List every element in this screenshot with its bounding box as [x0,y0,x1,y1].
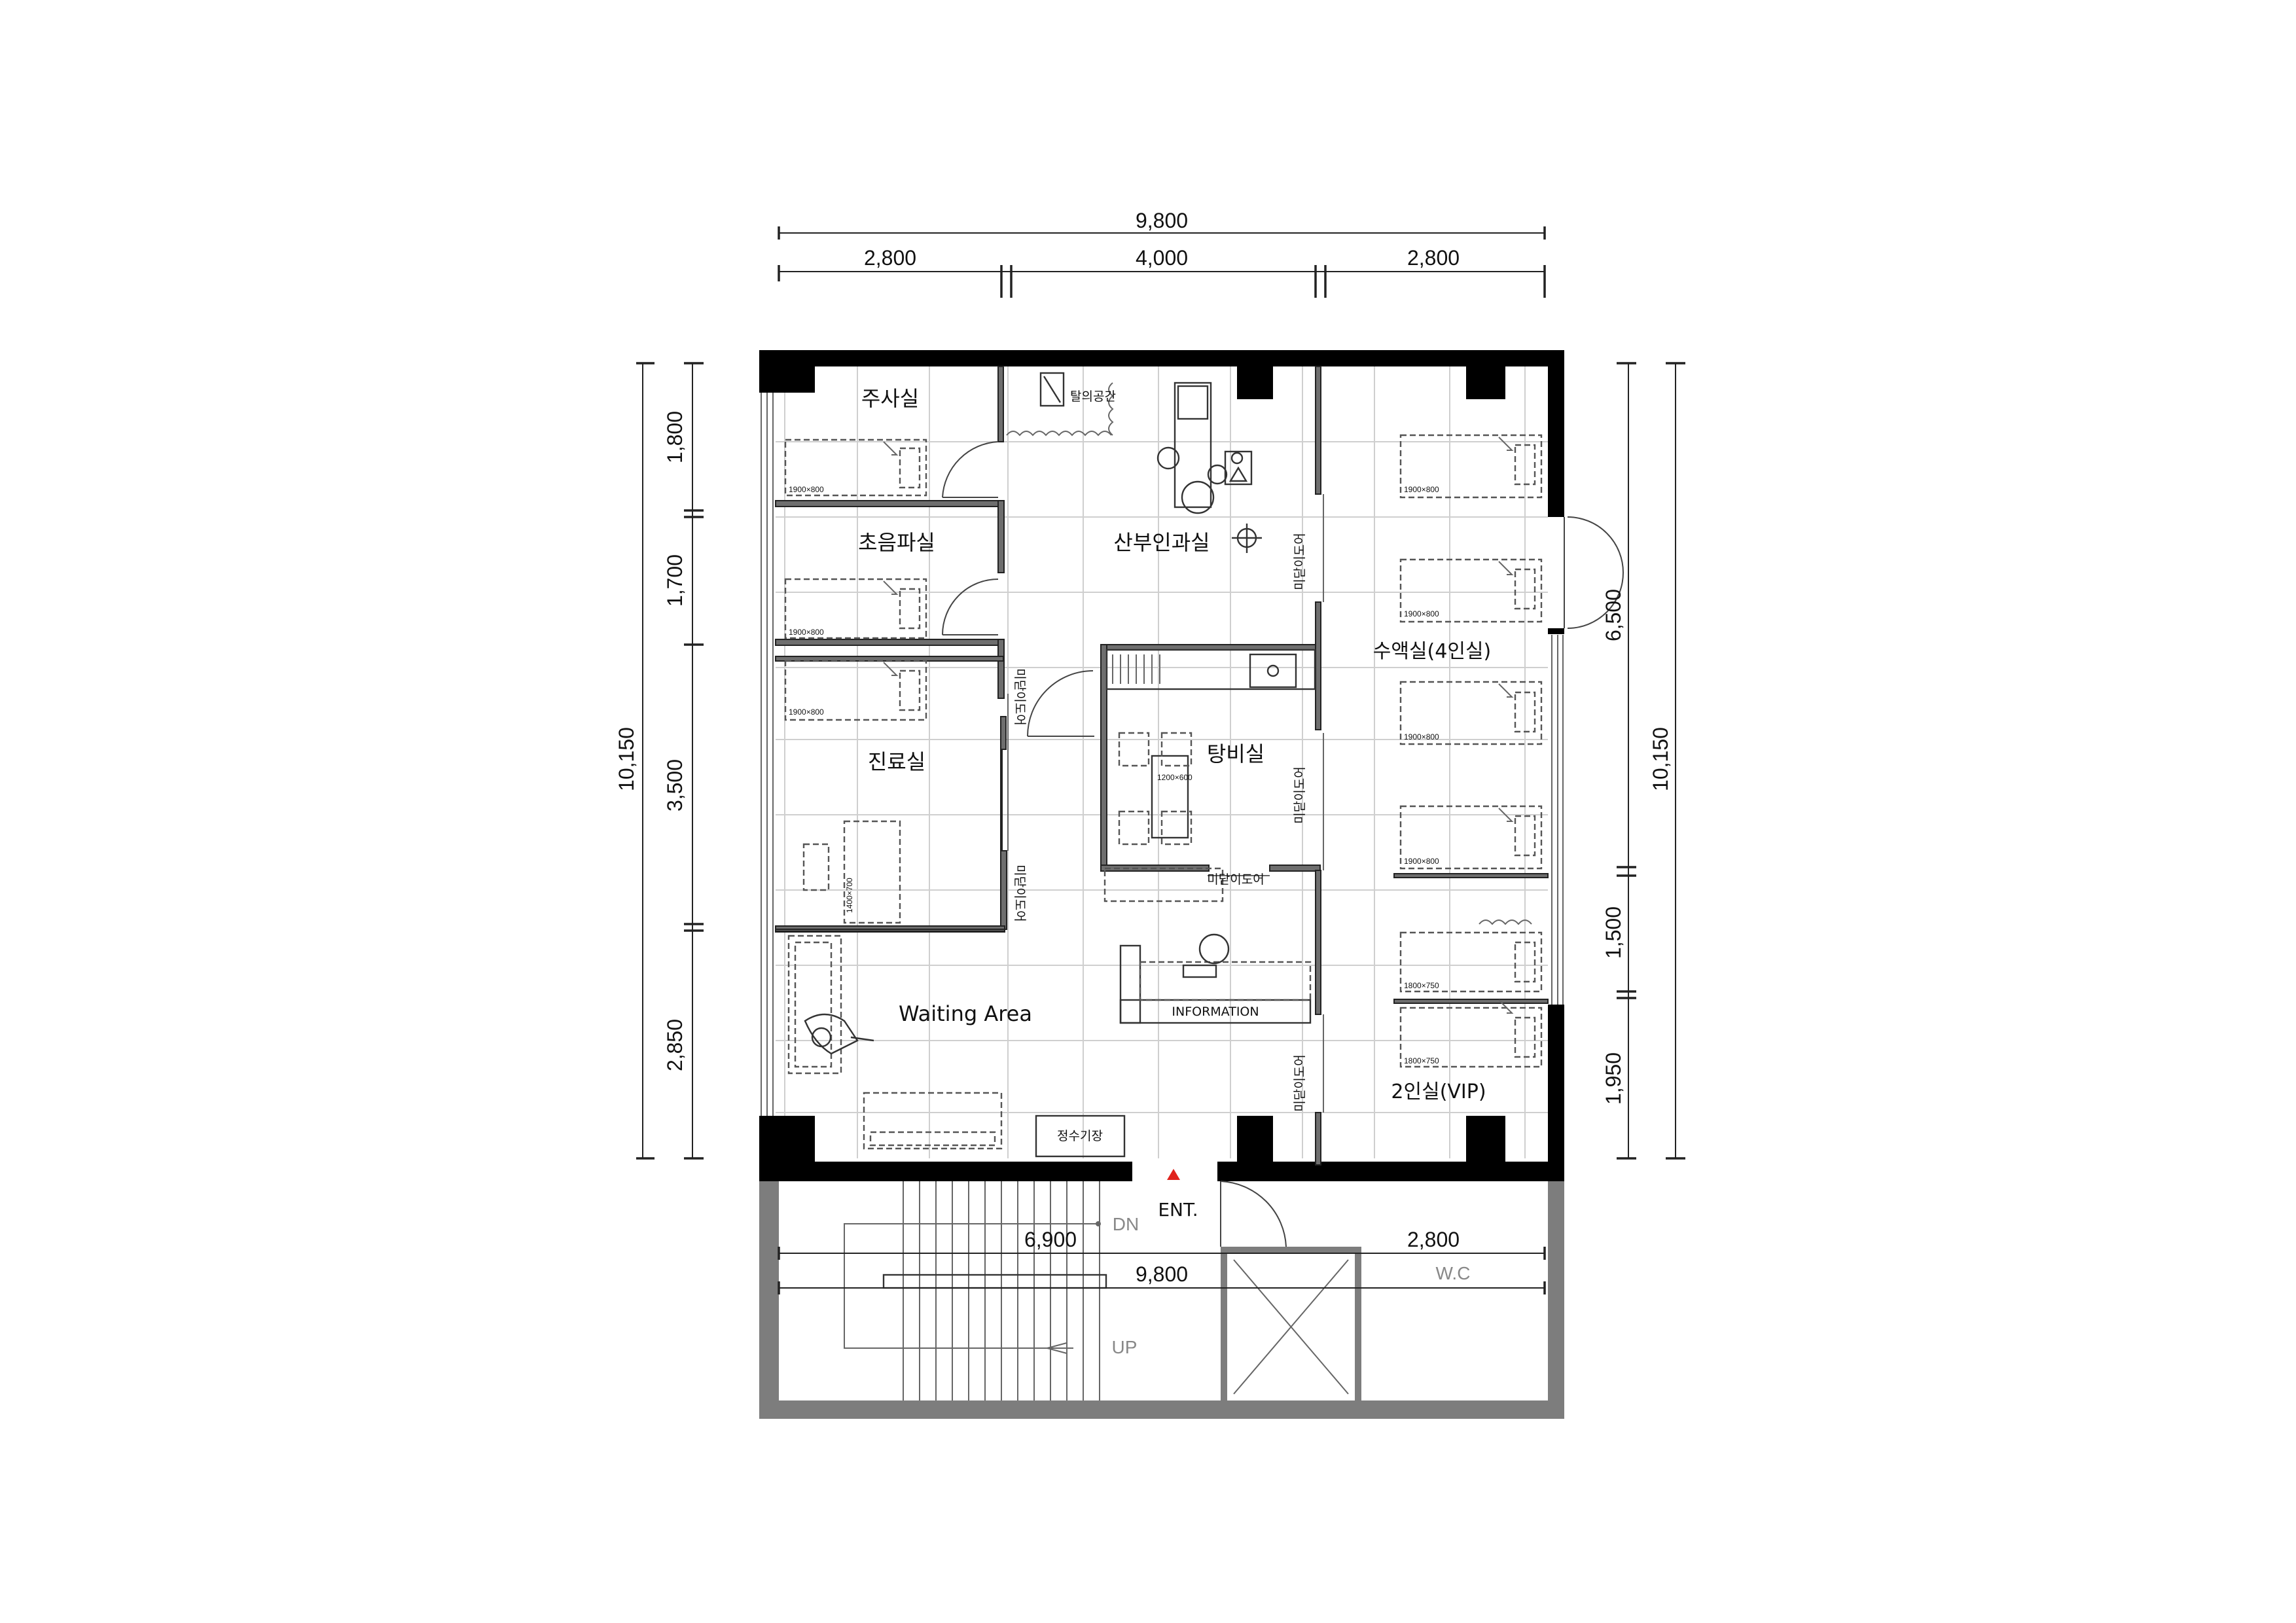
label-entrance: ENT. [1158,1199,1198,1221]
room-injection: 주사실 [861,386,919,411]
dim-left-total: 10,150 [615,727,638,791]
sliding-door-label-4: 미닫이도어 [1293,766,1307,823]
bed-size-4: 1900×800 [1404,485,1439,494]
dim-left-seg-3: 3,500 [663,759,687,812]
room-exam: 진료실 [868,749,925,774]
label-changing: 탈의공간 [1070,389,1116,404]
dim-bottom-partial-right: 2,800 [1407,1228,1460,1251]
bed-size-5: 1900×800 [1404,609,1439,618]
label-stair-up: UP [1112,1337,1138,1357]
dim-top-seg-1: 2,800 [864,246,916,270]
bed-size-8: 1800×750 [1404,981,1439,990]
sliding-door-label-2: 미닫이도어 [1013,865,1027,921]
dim-right-seg-1: 6,500 [1602,589,1625,641]
dim-right-seg-3: 1,950 [1602,1052,1625,1105]
dim-right-total: 10,150 [1649,727,1672,791]
dim-top-seg-3: 2,800 [1407,246,1460,270]
lower-core [759,1181,1564,1419]
sliding-door-label-6: 미닫이도어 [1207,872,1264,887]
label-information: INFORMATION [1172,1005,1259,1019]
furniture [784,372,1543,1158]
stair-treads [903,1181,1100,1400]
label-wc: W.C [1436,1263,1471,1283]
dim-right-seg-2: 1,500 [1602,906,1625,959]
dim-left-seg-2: 1,700 [663,554,687,607]
dim-left-seg-4: 2,850 [663,1019,687,1071]
entrance-marker [1167,1169,1180,1180]
bed-size-9: 1800×750 [1404,1056,1439,1065]
doors [942,441,1624,1247]
room-vip: 2인실(VIP) [1391,1080,1486,1103]
dim-bottom-total: 9,800 [1136,1262,1188,1286]
dim-bottom-partial-left: 6,900 [1024,1228,1077,1251]
structural-columns [759,350,1505,1165]
sliding-door-label-3: 미닫이도어 [1293,533,1307,590]
dim-left-seg-1: 1,800 [663,411,687,463]
dimension-lines [636,226,1685,1294]
dim-top-seg-2: 4,000 [1136,246,1188,270]
label-stair-down: DN [1113,1214,1139,1234]
desk-size: 1400×700 [845,878,854,913]
room-ultrasound: 초음파실 [858,530,935,555]
sliding-door-label-1: 미닫이도어 [1013,668,1027,725]
room-iv: 수액실(4인실) [1373,640,1492,663]
bed-size-2: 1900×800 [789,628,824,637]
table-size: 1200×600 [1157,773,1193,782]
room-pantry: 탕비실 [1207,741,1265,766]
bed-size-3: 1900×800 [789,707,824,717]
sliding-door-label-5: 미닫이도어 [1293,1054,1307,1111]
room-obgyn: 산부인과실 [1113,530,1210,555]
room-waiting: Waiting Area [899,1001,1032,1026]
dim-top-total: 9,800 [1136,209,1188,232]
label-water-cabinet: 정수기장 [1057,1129,1103,1143]
bed-size-1: 1900×800 [789,485,824,494]
bed-size-7: 1900×800 [1404,857,1439,866]
bed-size-6: 1900×800 [1404,732,1439,741]
